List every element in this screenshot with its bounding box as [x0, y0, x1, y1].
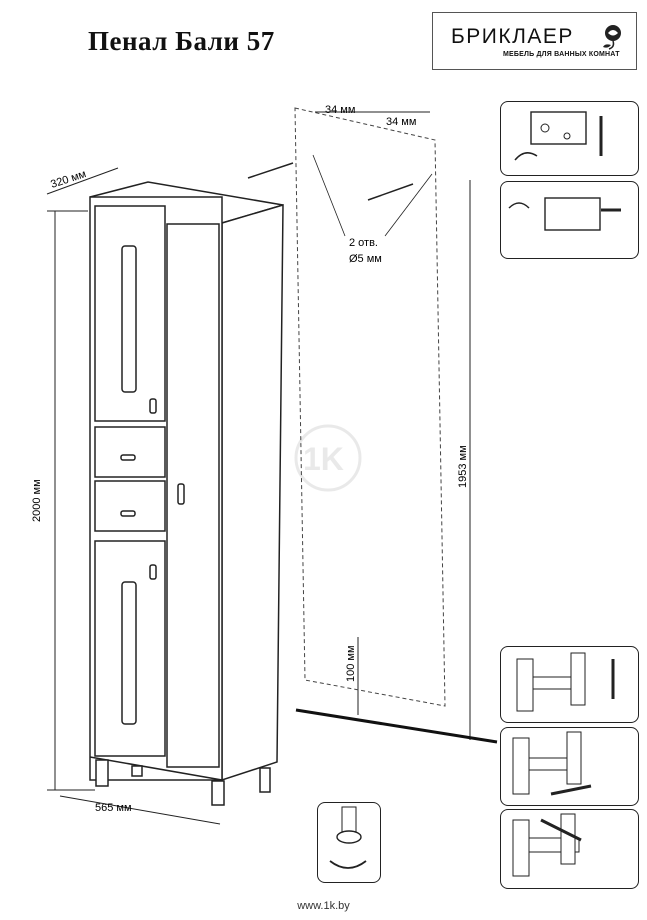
- hole-offset-right-label: 34 мм: [386, 116, 416, 128]
- watermark: 1K: [294, 424, 362, 492]
- brand-logo: БРИКЛАЕР МЕБЕЛЬ ДЛЯ ВАННЫХ КОМНАТ: [432, 12, 637, 70]
- dimension-lines: [46, 111, 471, 825]
- hinge-side-adjust-icon: [512, 731, 592, 796]
- height-label: 2000 мм: [31, 479, 43, 522]
- mount-height-label: 1953 мм: [457, 445, 469, 488]
- hole-offset-left-label: 34 мм: [325, 104, 355, 116]
- site-footer: www.1k.by: [297, 900, 350, 912]
- holes-diameter-label: Ø5 мм: [349, 253, 382, 265]
- screws: [247, 162, 414, 201]
- hinge-up-down-icon: [516, 652, 615, 712]
- page-title: Пенал Бали 57: [88, 26, 275, 56]
- hinge-release-icon: [512, 813, 582, 877]
- hinge-mount-panel-1: [500, 646, 639, 723]
- brand-tagline: МЕБЕЛЬ ДЛЯ ВАННЫХ КОМНАТ: [503, 51, 620, 58]
- floor-line: [295, 708, 498, 744]
- hinge-mount-panel-3: [500, 809, 639, 889]
- hinge-vertical-adjust-icon: [514, 111, 603, 161]
- hinge-adjust-panel-2: [500, 181, 639, 259]
- cabinet: [89, 181, 284, 806]
- hinge-adjust-panel-1: [500, 101, 639, 176]
- brand-name: БРИКЛАЕР: [451, 25, 574, 48]
- leg-adjust-panel: [317, 802, 381, 883]
- watermark-text: 1K: [303, 441, 344, 477]
- rose-icon: [603, 25, 621, 50]
- leg-adjust-icon: [329, 806, 367, 869]
- hinge-mount-panel-2: [500, 727, 639, 806]
- wall-outline: [294, 107, 446, 707]
- width-label: 565 мм: [95, 802, 132, 814]
- floor-gap-label: 100 мм: [345, 645, 357, 682]
- holes-count-label: 2 отв.: [349, 237, 378, 249]
- hinge-depth-adjust-icon: [508, 197, 621, 231]
- depth-label: 320 мм: [49, 168, 87, 191]
